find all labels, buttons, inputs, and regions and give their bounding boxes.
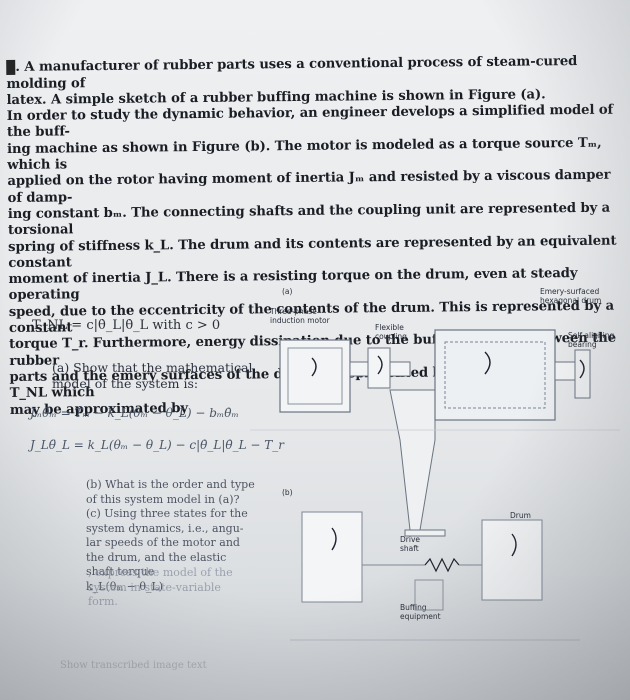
bearing-arrow bbox=[579, 359, 585, 379]
drum-surface bbox=[444, 341, 546, 409]
part-bc-text: (b) What is the order and type of this s… bbox=[86, 478, 255, 593]
problem-number: 1 bbox=[6, 60, 16, 76]
drum-b-block bbox=[481, 519, 543, 601]
motor-b-block bbox=[301, 511, 363, 603]
show-transcribed-text[interactable]: Show transcribed image text bbox=[60, 660, 207, 671]
part-a-text: (a) Show that the mathematical model of … bbox=[52, 360, 253, 391]
figure-label-a: (a) bbox=[282, 287, 293, 296]
part-c-continuation: , express the model of the system in sta… bbox=[88, 566, 233, 608]
drum-b-arrow bbox=[511, 533, 517, 557]
pedestal-base bbox=[404, 529, 446, 537]
damper-b bbox=[414, 579, 444, 611]
coupling-arrow bbox=[377, 355, 383, 375]
figure-label-b: (b) bbox=[282, 488, 293, 497]
drum-housing bbox=[434, 329, 556, 421]
motor-torque-arrow bbox=[311, 357, 317, 377]
motor-inner bbox=[287, 347, 343, 405]
drum-b-label: Drum bbox=[510, 511, 531, 520]
motor-b-arrow bbox=[331, 527, 337, 551]
spring-b bbox=[424, 557, 460, 573]
coupling-body bbox=[367, 347, 391, 389]
equation-drum: J_Lθ̈_L = k_L(θₘ − θ_L) − c|θ̇_L|θ̇_L − … bbox=[30, 438, 285, 452]
drum-rotation-arrow bbox=[484, 351, 491, 375]
damping-formula: T_NL = c|θ̇_L|θ̇_L with c > 0 bbox=[32, 318, 221, 333]
motor-body bbox=[279, 339, 351, 413]
equation-motor: Jₘθ̈ₘ = Tₘ − k_L(θₘ − θ_L) − bₘθ̇ₘ bbox=[30, 406, 239, 420]
bearing-shaft bbox=[554, 361, 576, 381]
pedestal bbox=[389, 389, 436, 531]
part-a: (a) Show that the mathematical model of … bbox=[52, 360, 272, 392]
